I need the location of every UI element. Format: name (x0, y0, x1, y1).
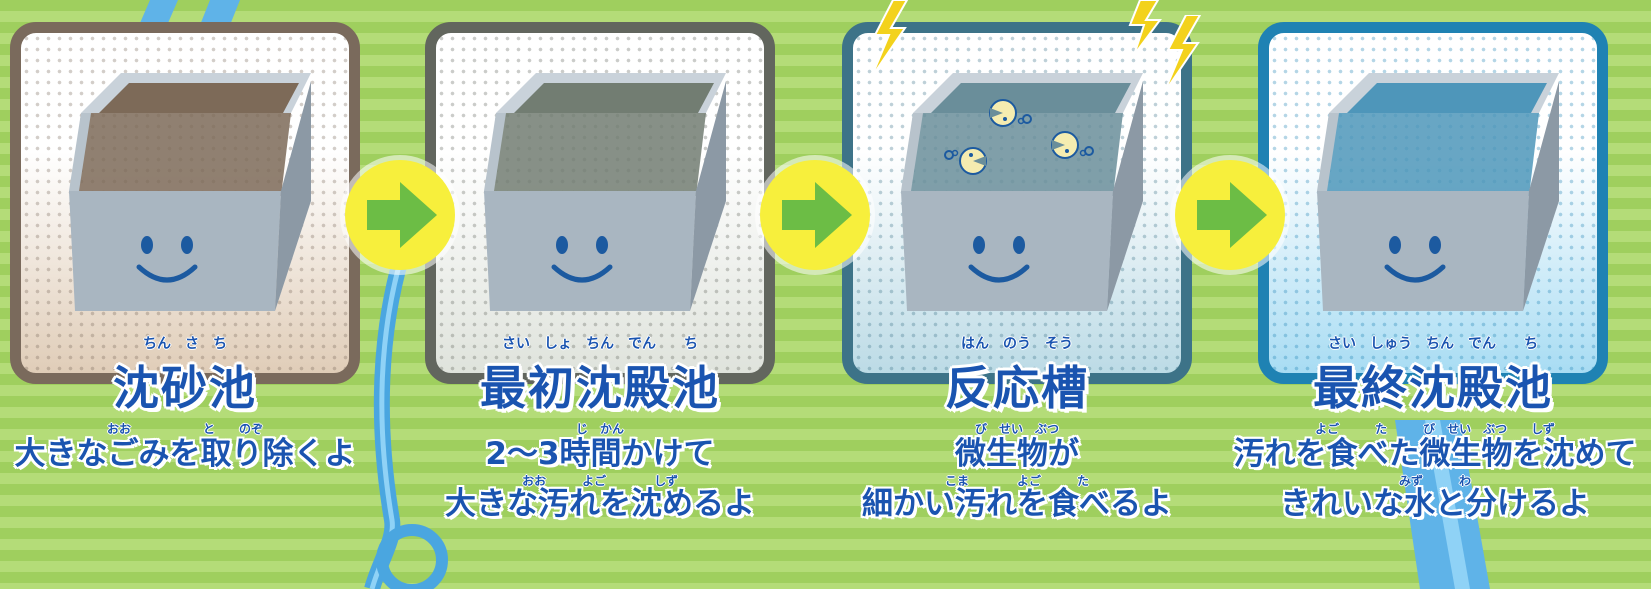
stage-1-desc-line-1: 大きなごみを取り除くよ (14, 436, 356, 472)
stage-4-title: 最終沈殿池 (1313, 361, 1553, 415)
stage-3-title-furigana: はん のう そう (961, 336, 1073, 352)
stage-2-desc-furigana-1: じ かん (575, 422, 624, 436)
stage-card-1 (10, 22, 360, 384)
stage-3-desc-furigana-1: び せい ぶつ (974, 422, 1059, 436)
stage-4-desc-line-1: 汚れを食べた微生物を沈めて (1233, 436, 1637, 472)
stage-3-title: 反応槽 (945, 361, 1089, 415)
stage-2-title-furigana: さい しょ ちん でん ち (502, 336, 698, 352)
stage-1-desc-furigana-1: おお と のぞ (106, 422, 263, 436)
stage-4-title-furigana: さい しゅう ちん でん ち (1328, 336, 1538, 352)
tank-icon (1317, 73, 1559, 311)
stage-card-2 (425, 22, 775, 384)
stage-1-title: 沈砂池 (113, 361, 257, 415)
lightning-bolt-icon (870, 0, 909, 79)
stage-4-desc-furigana-1: よご た び せい ぶつ しず (1315, 422, 1555, 436)
arrow-right-icon (1175, 160, 1285, 270)
stage-2-title: 最初沈殿池 (480, 361, 720, 415)
stage-2-desc-furigana-2: おお よご しず (522, 474, 678, 488)
stage-card-4 (1258, 22, 1608, 384)
stage-3-desc-line-1: 微生物が (955, 436, 1079, 472)
arrow-right-icon (760, 160, 870, 270)
stage-1-title-furigana: ちん さ ち (143, 336, 227, 352)
tank-icon (484, 73, 726, 311)
lightning-bolt-icon (1163, 15, 1202, 94)
stage-2-desc-line-2: 大きな汚れを沈めるよ (445, 486, 755, 522)
smiley-eye (1389, 236, 1401, 254)
stage-3-desc-furigana-2: こま よご た (944, 474, 1089, 488)
smiley-eye (141, 236, 153, 254)
arrow-right-icon (345, 160, 455, 270)
lightning-bolt-icon (1128, 0, 1162, 56)
tank-icon (69, 73, 311, 311)
stage-2-desc-line-1: 2〜3時間かけて (485, 436, 715, 472)
smiley-eye (556, 236, 568, 254)
smiley-eye (973, 236, 985, 254)
stage-4-desc-line-2: きれいな水と分けるよ (1280, 486, 1590, 522)
stage-4-desc-furigana-2: みず わ (1398, 474, 1471, 488)
tank-icon (901, 73, 1143, 311)
stage-3-desc-line-2: 細かい汚れを食べるよ (862, 486, 1172, 522)
